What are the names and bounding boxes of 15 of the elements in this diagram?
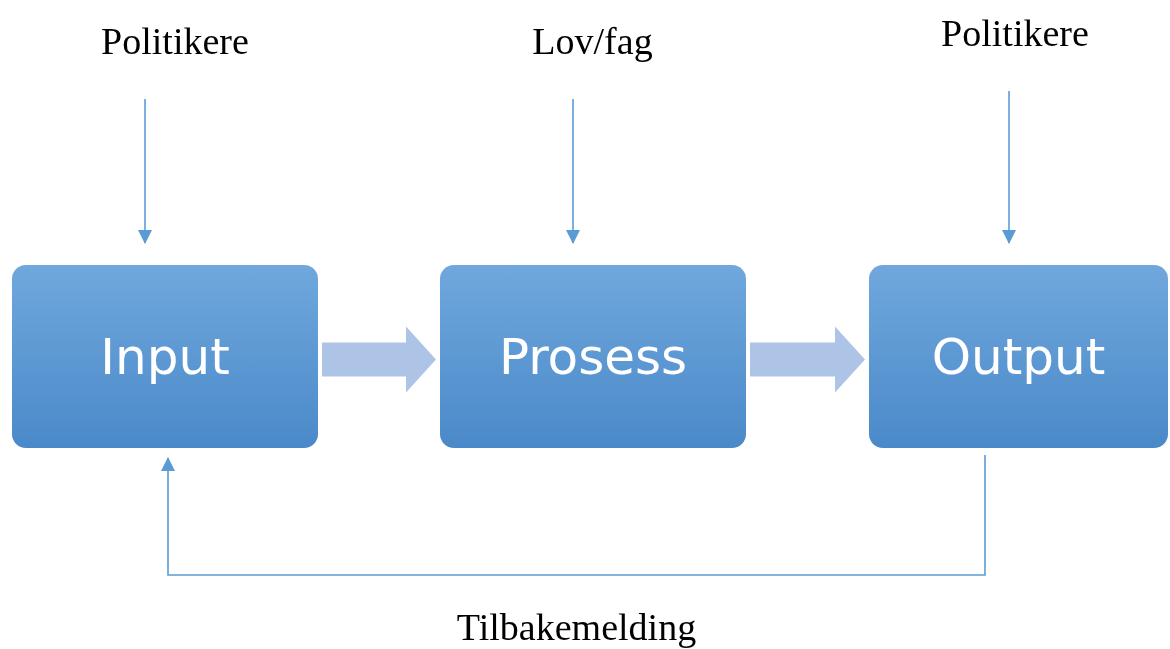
arrow (161, 454, 986, 576)
input-label: Politikere (941, 11, 1089, 55)
process-label: Input (100, 327, 230, 386)
process-box (12, 265, 318, 448)
process-label: Output (931, 327, 1106, 386)
block-arrow (322, 326, 436, 393)
process-box (869, 265, 1168, 448)
input-label: Lov/fag (532, 19, 653, 63)
block-arrow (750, 326, 865, 393)
process-label: Prosess (498, 327, 688, 386)
process-box (440, 265, 746, 448)
arrow (138, 98, 152, 244)
arrow (566, 98, 580, 244)
input-label: Politikere (101, 19, 249, 63)
arrow (1002, 90, 1016, 244)
